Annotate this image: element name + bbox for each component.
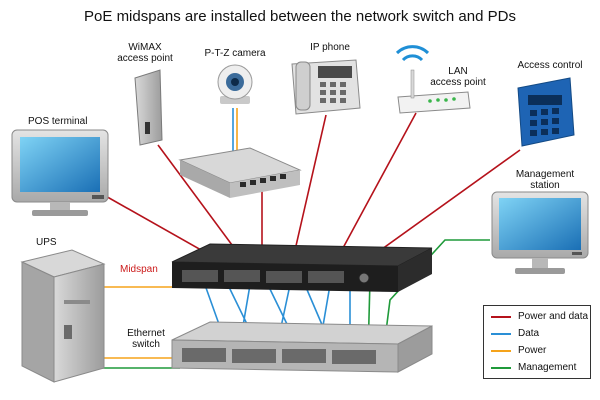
legend-swatch — [491, 333, 511, 335]
ptz-camera-device — [217, 64, 253, 104]
poe-hub-device — [178, 147, 302, 198]
legend-item-power-and-data: Power and data — [484, 310, 590, 324]
legend: Power and data Data Power Management — [483, 305, 591, 379]
label-eth-line2: switch — [132, 339, 160, 350]
label-ups: UPS — [36, 237, 57, 248]
label-access-control: Access control — [517, 60, 583, 71]
legend-swatch — [491, 316, 511, 318]
midspan-device — [171, 243, 433, 292]
label-ptz-camera: P-T-Z camera — [204, 48, 266, 59]
wimax-device — [134, 69, 163, 146]
legend-item-power: Power — [484, 344, 590, 358]
pos-terminal-device — [11, 129, 109, 216]
legend-item-management: Management — [484, 361, 590, 375]
label-ip-phone: IP phone — [310, 42, 350, 53]
diagram-title: PoE midspans are installed between the n… — [84, 8, 516, 25]
label-pos-terminal: POS terminal — [28, 116, 88, 127]
label-ethernet-switch: Ethernet switch — [116, 328, 176, 350]
mgmt-station-device — [491, 191, 589, 274]
legend-swatch — [491, 367, 511, 369]
label-wimax-line1: WiMAX — [128, 42, 162, 53]
legend-label: Data — [518, 328, 540, 339]
legend-item-data: Data — [484, 327, 590, 341]
label-lan-ap: LAN access point — [418, 66, 498, 88]
legend-label: Power — [518, 345, 547, 356]
ip-phone-device — [291, 59, 361, 115]
cable-lan-ap — [329, 112, 417, 273]
ups-device — [20, 249, 106, 383]
legend-label: Power and data — [518, 311, 589, 322]
label-eth-line1: Ethernet — [127, 328, 165, 339]
label-lan-line1: LAN — [448, 66, 468, 77]
ethernet-switch-device — [171, 321, 433, 373]
access-control-device — [517, 77, 575, 147]
legend-label: Management — [518, 362, 577, 373]
label-mgmt-line2: station — [530, 180, 560, 191]
legend-swatch — [491, 350, 511, 352]
label-wimax: WiMAX access point — [100, 42, 190, 64]
label-midspan: Midspan — [120, 264, 158, 275]
label-wimax-line2: access point — [117, 53, 173, 64]
label-mgmt-line1: Management — [515, 169, 575, 180]
lan-ap-device — [395, 45, 471, 114]
label-mgmt-station: Management station — [500, 169, 590, 191]
label-lan-line2: access point — [430, 77, 486, 88]
